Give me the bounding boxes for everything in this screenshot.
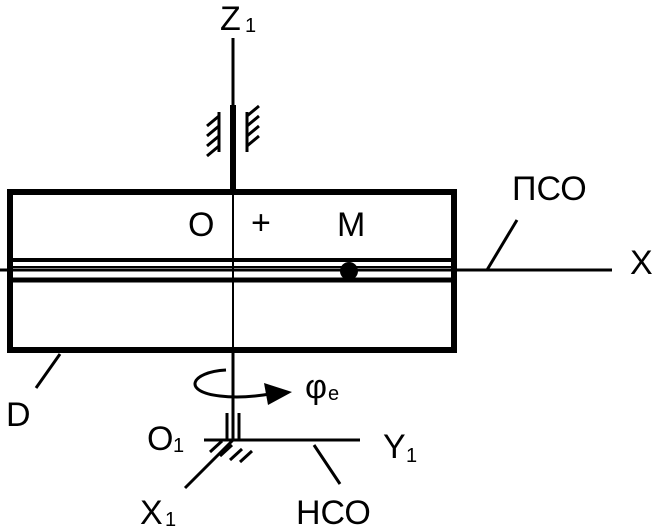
z1-label: Z (220, 0, 241, 38)
rotation-arrow-head (264, 383, 292, 405)
phi-label-sub: e (328, 383, 339, 405)
y1-label: Y (383, 428, 406, 466)
pso-label: ПСО (512, 170, 587, 208)
o1-label: O (147, 420, 173, 458)
nso-label: НСО (296, 494, 371, 529)
x1-axis (183, 438, 235, 490)
x1-label: X (140, 494, 163, 529)
disk-d-label: D (6, 396, 31, 434)
rotation-arrow (193, 368, 271, 399)
origin-o-label: O (188, 206, 214, 244)
point-m-dot (340, 262, 358, 280)
d-leader (34, 353, 62, 389)
y1-label-sub: 1 (406, 445, 417, 467)
o1-label-sub: 1 (173, 435, 184, 457)
center-plus-label: + (251, 204, 271, 242)
upper-bearing-hatch (206, 104, 260, 158)
x-axis-label: X (630, 244, 653, 282)
nso-leader (312, 444, 342, 485)
pso-leader (485, 219, 519, 271)
x1-label-sub: 1 (165, 509, 176, 529)
phi-label: φ (305, 368, 327, 406)
z1-label-sub: 1 (245, 15, 256, 37)
point-m-label: M (337, 206, 365, 244)
